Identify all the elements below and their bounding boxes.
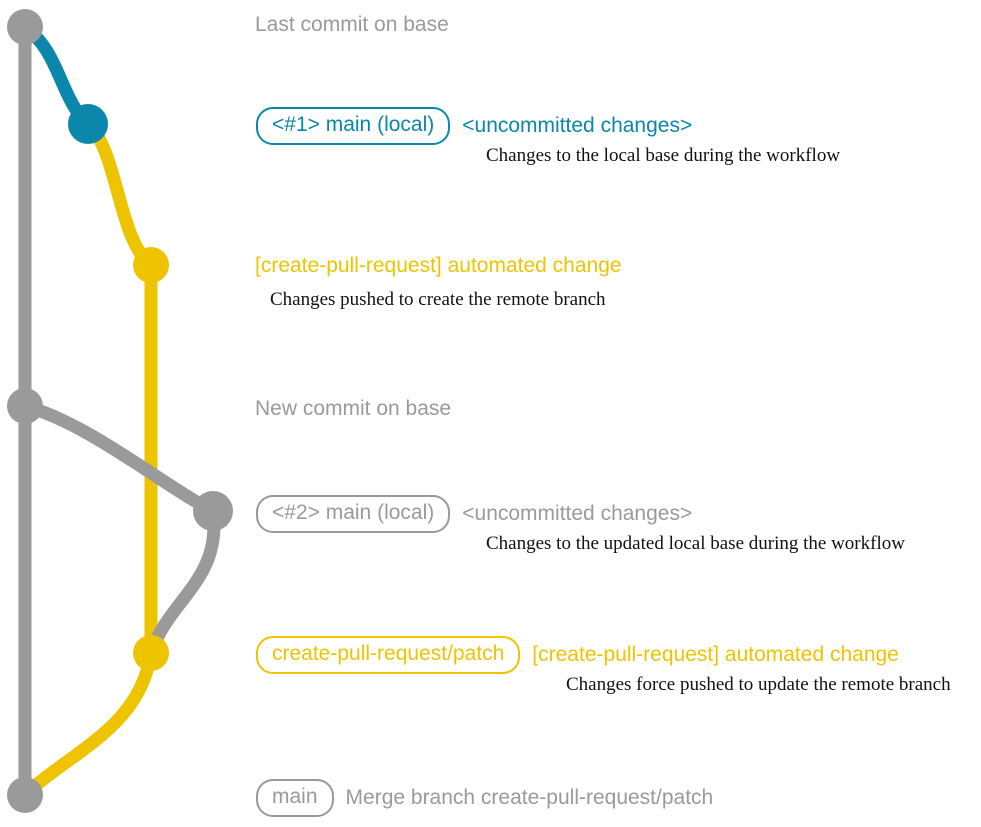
commit-node-local-1[interactable] (68, 104, 108, 144)
graph-edge-local-1-to-remote-push (81, 117, 158, 272)
commit-node-base-new[interactable] (7, 388, 43, 424)
commit-subject-remote-push-1: [create-pull-request] automated change (255, 254, 622, 277)
commit-node-remote-push-1[interactable] (133, 247, 169, 283)
commit-note-local-2: Changes to the updated local base during… (486, 533, 905, 554)
commit-subject-base-head: Last commit on base (255, 13, 449, 36)
commit-node-merge-commit[interactable] (7, 777, 43, 813)
commit-subject-remote-force-push: [create-pull-request] automated change (532, 643, 899, 666)
graph-nodes (7, 9, 233, 813)
commit-subject-local-2: <uncommitted changes> (462, 502, 693, 525)
commit-note-remote-push-1: Changes pushed to create the remote bran… (270, 289, 606, 310)
commit-subject-local-1: <uncommitted changes> (462, 114, 693, 137)
graph-edges (18, 20, 221, 802)
branch-pill-main-local-1[interactable]: <#1> main (local) (256, 107, 451, 145)
commit-node-remote-force-push[interactable] (133, 635, 169, 671)
graph-edge-local-2-to-force-push (144, 504, 221, 660)
commit-subject-base-new: New commit on base (255, 397, 452, 420)
commit-row-local-2: <#2> main (local) <uncommitted changes> (256, 495, 692, 533)
commit-note-remote-force-push: Changes force pushed to update the remot… (566, 674, 951, 695)
commit-node-local-2[interactable] (193, 491, 233, 531)
commit-subject-merge: Merge branch create-pull-request/patch (345, 786, 714, 809)
graph-edge-base-new-to-local-2 (18, 399, 220, 518)
branch-pill-create-pull-request-patch[interactable]: create-pull-request/patch (256, 636, 521, 674)
commit-row-local-1: <#1> main (local) <uncommitted changes> (256, 107, 692, 145)
graph-edge-force-push-to-merge (18, 646, 158, 802)
commit-node-base-head[interactable] (7, 9, 43, 45)
branch-pill-main[interactable]: main (256, 779, 334, 817)
branch-pill-main-local-2[interactable]: <#2> main (local) (256, 495, 451, 533)
commit-row-merge: main Merge branch create-pull-request/pa… (256, 779, 713, 817)
commit-row-remote-force-push: create-pull-request/patch [create-pull-r… (256, 636, 899, 674)
commit-note-local-1: Changes to the local base during the wor… (486, 145, 841, 166)
